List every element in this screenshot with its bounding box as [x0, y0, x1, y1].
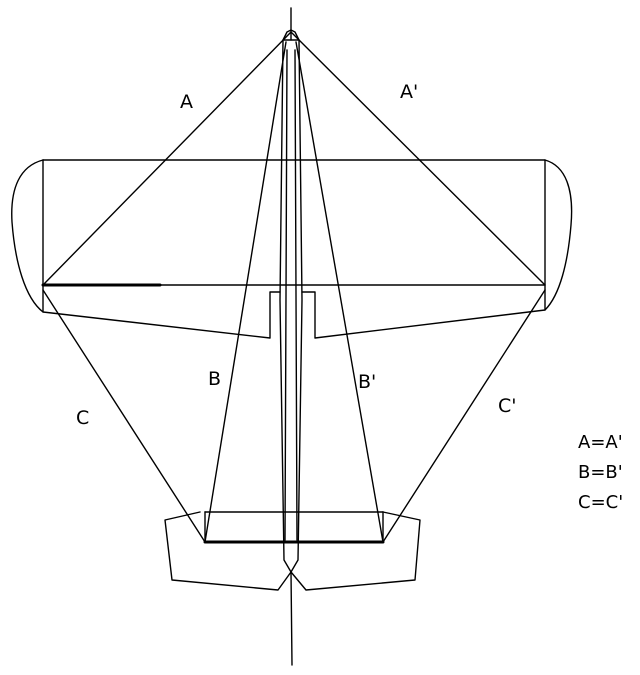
measure-line-b	[204, 41, 287, 543]
measure-line-a-prime	[290, 31, 546, 286]
legend-line-b: B=B'	[578, 462, 623, 483]
label-a-prime: A'	[400, 81, 418, 103]
label-c-prime: C'	[498, 395, 517, 417]
label-b: B	[208, 368, 221, 390]
diagram-labels: A A' B B' C C'	[76, 81, 517, 429]
fuselage-inner-line-right	[294, 49, 298, 541]
nose-tip	[282, 29, 300, 41]
legend-line-c: C=C'	[578, 492, 623, 513]
main-wing	[11, 159, 573, 339]
horizontal-tail	[164, 511, 421, 591]
tail-spike	[290, 571, 293, 666]
label-b-prime: B'	[358, 371, 376, 393]
measure-line-c-prime	[382, 289, 546, 543]
label-c: C	[76, 407, 89, 429]
tail-right-outline	[290, 511, 421, 591]
measure-line-b-prime	[295, 41, 384, 543]
measure-line-c	[42, 289, 206, 543]
label-a: A	[180, 91, 193, 113]
fuselage	[279, 7, 303, 666]
fuselage-inner-line-left	[284, 49, 288, 541]
measurement-lines	[42, 31, 546, 543]
fuselage-outline	[279, 39, 303, 573]
legend-line-a: A=A'	[578, 432, 623, 453]
measure-line-a	[42, 31, 292, 286]
main-wing-left-outline	[11, 159, 281, 339]
legend: A=A' B=B' C=C'	[578, 432, 623, 513]
main-wing-right-outline	[42, 159, 573, 339]
tail-left-outline	[164, 511, 292, 591]
